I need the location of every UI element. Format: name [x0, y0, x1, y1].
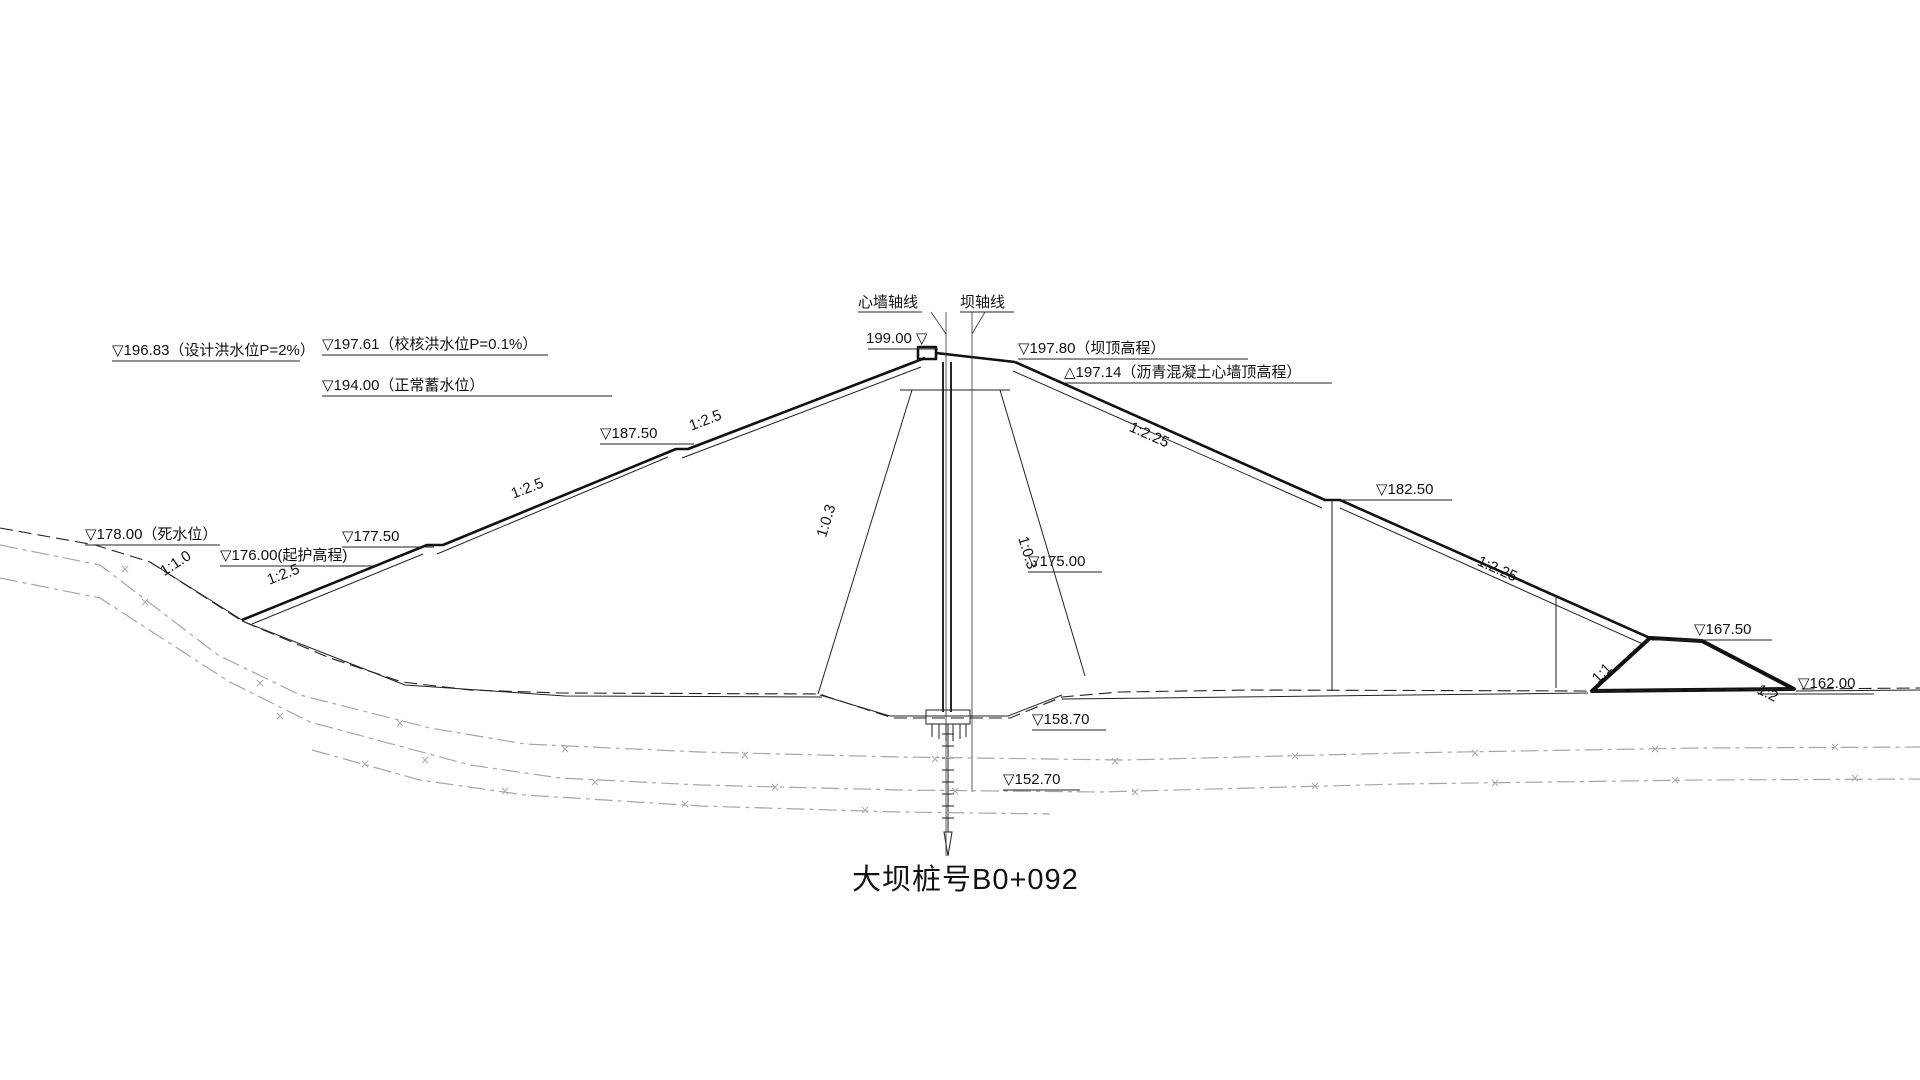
concrete-base — [925, 709, 971, 741]
label-elev-162-00: ▽162.00 — [1798, 675, 1856, 692]
svg-text:×: × — [740, 748, 750, 762]
label-asphalt-core-top: △197.14（沥青混凝土心墙顶高程） — [1064, 364, 1302, 381]
drawing-title: 大坝桩号B0+092 — [852, 864, 1079, 896]
svg-text:×: × — [120, 562, 130, 576]
asphalt-core — [942, 362, 952, 712]
svg-text:×: × — [590, 775, 600, 789]
svg-text:×: × — [500, 784, 510, 798]
svg-text:×: × — [395, 716, 405, 730]
svg-text:×: × — [420, 753, 430, 767]
svg-text:×: × — [860, 803, 870, 817]
label-elev-158-70: ▽158.70 — [1032, 711, 1090, 728]
svg-text:×: × — [680, 797, 690, 811]
label-check-flood-level: ▽197.61（校核洪水位P=0.1%） — [322, 336, 538, 353]
svg-text:×: × — [930, 752, 940, 766]
label-elev-167-50: ▽167.50 — [1694, 621, 1752, 638]
svg-text:×: × — [560, 742, 570, 756]
svg-text:×: × — [1850, 771, 1860, 785]
annotation-underlines — [85, 311, 1874, 791]
label-crest-elevation: ▽197.80（坝顶高程） — [1018, 340, 1166, 357]
label-dam-axis: 坝轴线 — [960, 294, 1006, 311]
core-wall — [817, 311, 1086, 856]
geology-marks: × × × × × × × × × × × × × × × × × × × × × × × × × × — [120, 562, 1860, 817]
label-elev-182-50: ▽182.50 — [1376, 481, 1434, 498]
svg-text:×: × — [140, 595, 150, 609]
grout-curtain — [942, 724, 954, 857]
svg-text:×: × — [1650, 742, 1660, 756]
label-core-wall-axis: 心墙轴线 — [858, 294, 919, 311]
label-elev-187-50: ▽187.50 — [600, 425, 658, 442]
svg-text:×: × — [1110, 754, 1120, 768]
svg-text:×: × — [1670, 773, 1680, 787]
svg-text:×: × — [1310, 779, 1320, 793]
label-protection-start-elev: ▽176.00(起护高程) — [220, 547, 348, 564]
label-dead-water-level: ▽178.00（死水位） — [85, 526, 218, 543]
label-elev-152-70: ▽152.70 — [1003, 771, 1061, 788]
svg-text:×: × — [275, 709, 285, 723]
geology-lines: × × × × × × × × × × × × × × × × × × × × × × × × × × — [0, 544, 1920, 817]
label-design-flood-level: ▽196.83（设计洪水位P=2%） — [112, 342, 315, 359]
svg-text:×: × — [1490, 776, 1500, 790]
internal-zones — [1331, 500, 1557, 691]
label-normal-storage-level: ▽194.00（正常蓄水位） — [322, 377, 485, 394]
svg-text:×: × — [1830, 740, 1840, 754]
svg-text:×: × — [360, 757, 370, 771]
label-elev-175-00: ▽175.00 — [1028, 553, 1086, 570]
svg-text:×: × — [1130, 785, 1140, 799]
svg-text:×: × — [255, 676, 265, 690]
label-core-top-199: 199.00 ▽ — [866, 330, 928, 347]
svg-text:×: × — [770, 780, 780, 794]
svg-text:×: × — [1290, 749, 1300, 763]
foundation — [0, 527, 1920, 741]
svg-text:×: × — [950, 784, 960, 798]
svg-text:×: × — [1470, 746, 1480, 760]
label-elev-177-50: ▽177.50 — [342, 528, 400, 545]
